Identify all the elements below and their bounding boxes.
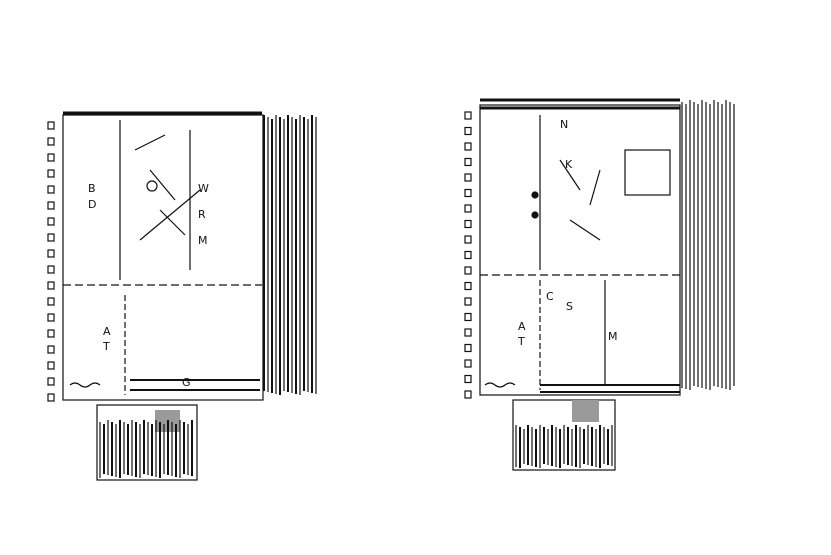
- row-marker: [464, 343, 472, 353]
- label: G: [182, 376, 191, 389]
- label: R: [198, 208, 206, 221]
- row-marker: [464, 328, 472, 337]
- row-marker: [464, 374, 472, 384]
- label: A: [518, 320, 526, 333]
- row-marker: [47, 121, 55, 130]
- row-marker: [464, 204, 472, 213]
- row-marker: [47, 249, 55, 258]
- wall: [540, 384, 680, 393]
- label: C: [546, 290, 554, 303]
- row-marker: [464, 126, 472, 136]
- right-floor-plan: [464, 98, 735, 471]
- row-markers: [47, 121, 55, 402]
- gray-fill-block: [572, 400, 599, 422]
- row-marker: [464, 142, 472, 151]
- row-marker: [464, 250, 472, 260]
- row-marker: [464, 219, 472, 229]
- row-marker: [464, 359, 472, 368]
- row-marker: [464, 312, 472, 322]
- row-marker: [47, 169, 55, 178]
- row-marker: [47, 345, 55, 354]
- row-marker: [47, 313, 55, 322]
- wave-symbol: [484, 382, 516, 388]
- furniture: [559, 159, 601, 241]
- row-marker: [47, 393, 55, 402]
- stripe-hatching: [515, 100, 735, 468]
- label: W: [198, 182, 209, 195]
- row-marker: [47, 201, 55, 210]
- label: T: [102, 340, 110, 353]
- row-marker: [47, 281, 55, 290]
- left-plan-outline: [62, 114, 264, 401]
- label: K: [565, 158, 573, 171]
- row-marker: [464, 235, 472, 244]
- label: N: [560, 118, 568, 131]
- row-markers: [464, 111, 472, 399]
- label: D: [88, 198, 96, 211]
- row-marker: [47, 361, 55, 370]
- row-marker: [47, 153, 55, 162]
- label: A: [103, 325, 111, 338]
- row-marker: [464, 111, 472, 120]
- label: T: [517, 335, 525, 348]
- label: B: [88, 182, 96, 195]
- furniture-table: [624, 149, 671, 196]
- label: S: [566, 300, 573, 313]
- row-marker: [464, 297, 472, 306]
- row-marker: [47, 329, 55, 338]
- row-marker: [47, 297, 55, 306]
- row-marker: [47, 233, 55, 242]
- row-marker: [464, 281, 472, 291]
- furniture: [134, 134, 201, 241]
- row-marker: [464, 390, 472, 399]
- fixture: [531, 211, 539, 219]
- stripe-hatching: [99, 115, 317, 478]
- stair-block: [96, 404, 198, 481]
- room-labels: B D W R M G T A N K T A S M C: [88, 118, 618, 389]
- row-marker: [464, 266, 472, 275]
- label: M: [608, 330, 618, 343]
- label: M: [198, 234, 208, 247]
- left-floor-plan: [47, 111, 317, 481]
- row-marker: [47, 217, 55, 226]
- row-marker: [47, 185, 55, 194]
- wave-symbol: [69, 382, 101, 388]
- row-marker: [464, 173, 472, 182]
- row-marker: [47, 137, 55, 146]
- wall: [130, 379, 260, 391]
- fixture: [531, 191, 539, 199]
- fixture: [146, 180, 158, 192]
- stair-block: [512, 399, 616, 471]
- row-marker: [464, 188, 472, 198]
- row-marker: [47, 377, 55, 386]
- right-plan-outline: [479, 104, 681, 396]
- row-marker: [464, 157, 472, 167]
- row-marker: [47, 265, 55, 274]
